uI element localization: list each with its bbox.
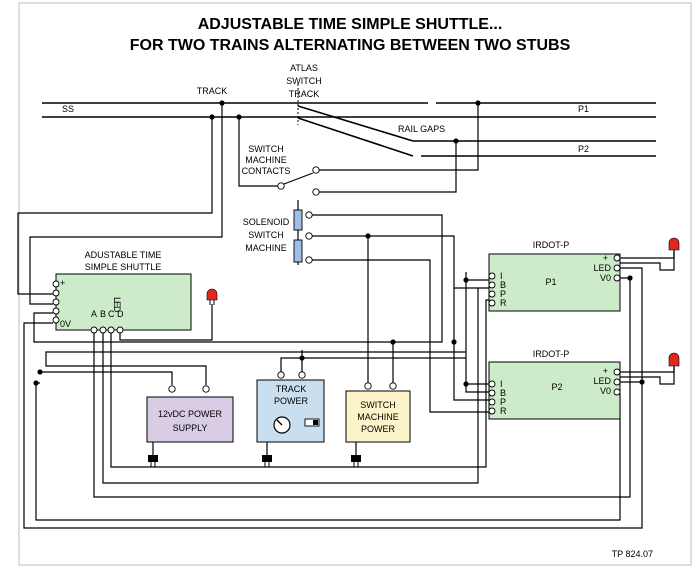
p2-track-label: P2 (578, 144, 589, 154)
irdot-p2-pin-p: P (500, 397, 506, 407)
shuttle-0v: 0V (60, 319, 71, 329)
track-power-line-1: TRACK (276, 384, 307, 394)
irdot-p1-led (668, 237, 680, 251)
solenoid-switch-machine (293, 209, 313, 264)
atlas-label-2: SWITCH (286, 76, 322, 86)
supply-line-1: 12vDC POWER (158, 409, 223, 419)
contacts-label-3: CONTACTS (242, 166, 291, 176)
irdot-p1-pin-i: I (500, 271, 503, 281)
diverging-rail-2 (297, 117, 414, 157)
solenoid-label-2: SWITCH (248, 230, 284, 240)
solenoid-label-3: MACHINE (245, 243, 287, 253)
switch-machine-power-unit: SWITCH MACHINE POWER (345, 382, 411, 467)
shuttle-title-2: SIMPLE SHUTTLE (85, 262, 162, 272)
irdot-p2-title: IRDOT-P (533, 349, 570, 359)
irdot-p2-pin-r: R (500, 406, 507, 416)
shuttle-title-1: ADUSTABLE TIME (85, 250, 162, 260)
switch-power-line-2: MACHINE (357, 412, 399, 422)
irdot-p2-out-plus: + (603, 366, 608, 376)
atlas-label-3: TRACK (289, 89, 320, 99)
irdot-p1-module: IRDOT-P P1 I B P R + LED V0 (488, 240, 621, 312)
shuttle-plus: + (60, 278, 65, 288)
switch-power-line-3: POWER (361, 424, 396, 434)
shuttle-b: B (100, 309, 106, 319)
supply-line-2: SUPPLY (173, 423, 208, 433)
track-rails (42, 84, 656, 157)
irdot-p1-pin-b: B (500, 280, 506, 290)
junction-dots (33, 100, 645, 387)
irdot-p2-out-led: LED (593, 376, 611, 386)
irdot-p1-out-led: LED (593, 263, 611, 273)
irdot-p2-led (668, 352, 680, 367)
track-power-line-2: POWER (274, 396, 309, 406)
shuttle-d: D (117, 309, 124, 319)
irdot-p1-pin-r: R (500, 298, 507, 308)
irdot-p2-name: P2 (551, 382, 562, 392)
irdot-p1-title: IRDOT-P (533, 240, 570, 250)
p1-track-label: P1 (578, 104, 589, 114)
shuttle-module: ADUSTABLE TIME SIMPLE SHUTTLE + 0V A B C… (52, 250, 192, 334)
irdot-p1-pin-p: P (500, 289, 506, 299)
irdot-p2-pin-i: I (500, 379, 503, 389)
contacts-label-1: SWITCH (248, 144, 284, 154)
irdot-p1-out-v0: V0 (600, 273, 611, 283)
shuttle-a: A (91, 309, 97, 319)
switch-contacts (277, 166, 320, 196)
ss-label: SS (62, 104, 74, 114)
diverging-rail-1 (297, 105, 414, 142)
title-line-1: ADJUSTABLE TIME SIMPLE SHUTTLE... (198, 16, 503, 33)
irdot-p1-name: P1 (545, 277, 556, 287)
shuttle-led-indicator (206, 288, 218, 305)
atlas-label-1: ATLAS (290, 63, 318, 73)
wires (17, 103, 675, 529)
switch-power-line-1: SWITCH (360, 400, 396, 410)
irdot-p2-pin-b: B (500, 388, 506, 398)
footer-code: TP 824.07 (612, 549, 653, 559)
irdot-p2-module: IRDOT-P P2 I B P R + LED V0 (488, 349, 621, 420)
direction-switch-icon[interactable] (304, 418, 320, 427)
title-line-2: FOR TWO TRAINS ALTERNATING BETWEEN TWO S… (130, 37, 571, 54)
contacts-label-2: MACHINE (245, 155, 287, 165)
rail-gaps-label: RAIL GAPS (398, 124, 445, 134)
solenoid-label-1: SOLENOID (243, 217, 290, 227)
shuttle-led: LED (112, 297, 122, 313)
track-label: TRACK (197, 86, 228, 96)
track-power-unit: TRACK POWER (256, 371, 325, 467)
irdot-p1-out-plus: + (603, 253, 608, 263)
12v-power-supply: 12vDC POWER SUPPLY (146, 385, 234, 467)
irdot-p2-out-v0: V0 (600, 386, 611, 396)
shuttle-c: C (108, 309, 115, 319)
